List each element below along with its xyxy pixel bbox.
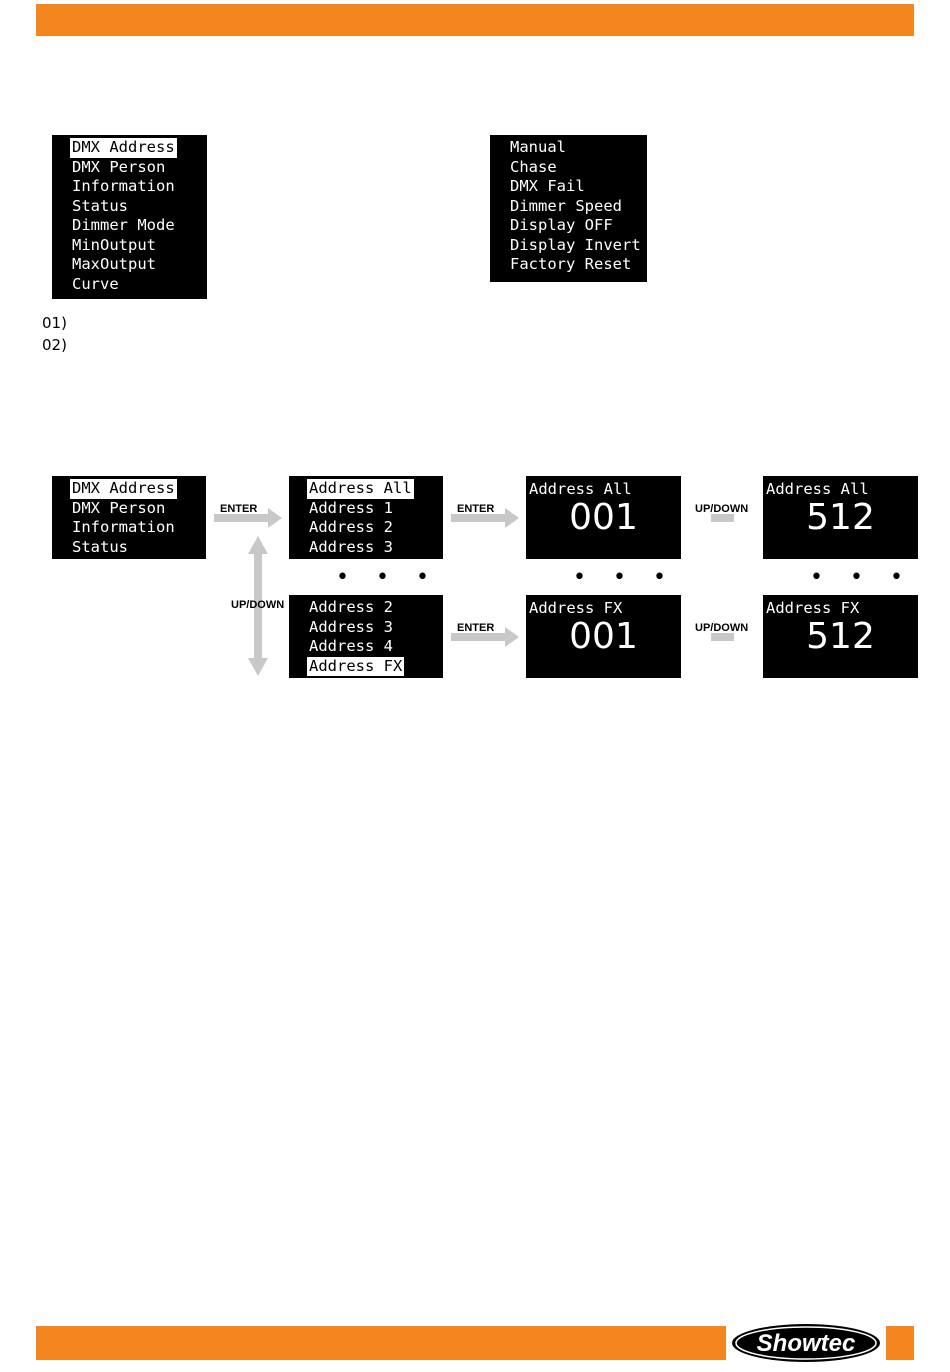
screen-value: 512 [806,616,875,657]
enter-arrow-2 [451,508,519,528]
main-menu-screen: DMX Address DMX Person Information Statu… [52,135,207,299]
menu-item-information[interactable]: Information [72,177,175,195]
address-list-item-all[interactable]: Address All [307,479,414,499]
menu-item-dmx-person[interactable]: DMX Person [72,157,166,176]
menu-item-display-off[interactable]: Display OFF [510,216,613,234]
menu-item-chase[interactable]: Chase [510,157,557,176]
main-menu-screen-2: Manual Chase DMX Fail Dimmer Speed Displ… [490,135,647,282]
menu-item-max-output[interactable]: MaxOutput [72,255,156,273]
flow-menu-item-dmx-person[interactable]: DMX Person [72,498,166,517]
ellipsis-3: • • • [810,565,913,590]
enter-label-3: ENTER [457,622,495,634]
menu-item-display-invert[interactable]: Display Invert [510,235,641,254]
address-list-item-2b[interactable]: Address 2 [309,598,393,616]
showtec-logo-icon: Showtec [732,1324,880,1362]
address-list-item-3b[interactable]: Address 3 [309,617,393,636]
address-list-item-3[interactable]: Address 3 [309,537,393,556]
menu-item-dmx-fail[interactable]: DMX Fail [510,177,585,195]
ellipsis-1: • • • [336,565,439,590]
menu-item-dmx-address[interactable]: DMX Address [70,138,177,158]
menu-item-dimmer-mode[interactable]: Dimmer Mode [72,216,175,234]
updown-label-1: UP/DOWN [695,503,749,515]
menu-item-factory-reset[interactable]: Factory Reset [510,255,632,273]
address-fx-max-screen: Address FX 512 [763,595,918,678]
enter-label-1: ENTER [220,503,258,515]
header-bar [36,4,914,36]
updown-vertical-arrow [248,536,268,676]
ellipsis-2: • • • [573,565,676,590]
logo-text: Showtec [757,1330,856,1357]
updown-bar-2 [711,633,734,641]
address-list-item-4[interactable]: Address 4 [309,637,393,655]
screen-caption: Address All [766,480,869,498]
address-list-item-fx[interactable]: Address FX [307,656,405,676]
address-all-max-screen: Address All 512 [763,476,918,559]
note-02: 02) [42,336,67,354]
address-list-top-screen: Address All Address 1 Address 2 Address … [289,476,443,559]
address-fx-min-screen: Address FX 001 [526,595,681,678]
menu-item-status[interactable]: Status [72,196,128,215]
screen-caption: Address FX [766,599,860,617]
brand-logo: Showtec [726,1318,886,1368]
address-list-bottom-screen: Address 2 Address 3 Address 4 Address FX [289,595,443,678]
updown-label-vertical: UP/DOWN [231,599,285,611]
flow-menu-item-dmx-address[interactable]: DMX Address [70,479,177,499]
screen-caption: Address FX [529,599,623,617]
menu-item-curve[interactable]: Curve [72,274,119,293]
enter-arrow-3 [451,627,519,647]
flow-menu-item-information[interactable]: Information [72,518,175,536]
menu-item-manual[interactable]: Manual [510,138,566,156]
note-01: 01) [42,314,67,332]
updown-label-2: UP/DOWN [695,622,749,634]
menu-item-dimmer-speed[interactable]: Dimmer Speed [510,196,622,215]
screen-value: 001 [569,497,638,538]
flow-menu-item-status[interactable]: Status [72,537,128,556]
screen-value: 001 [569,616,638,657]
enter-label-2: ENTER [457,503,495,515]
address-list-item-2[interactable]: Address 2 [309,518,393,536]
enter-arrow-1 [214,508,282,528]
address-list-item-1[interactable]: Address 1 [309,498,393,517]
flow-menu-screen: DMX Address DMX Person Information Statu… [52,476,206,559]
updown-bar-1 [711,514,734,522]
screen-caption: Address All [529,480,632,498]
screen-value: 512 [806,497,875,538]
address-all-min-screen: Address All 001 [526,476,681,559]
menu-item-min-output[interactable]: MinOutput [72,235,156,254]
